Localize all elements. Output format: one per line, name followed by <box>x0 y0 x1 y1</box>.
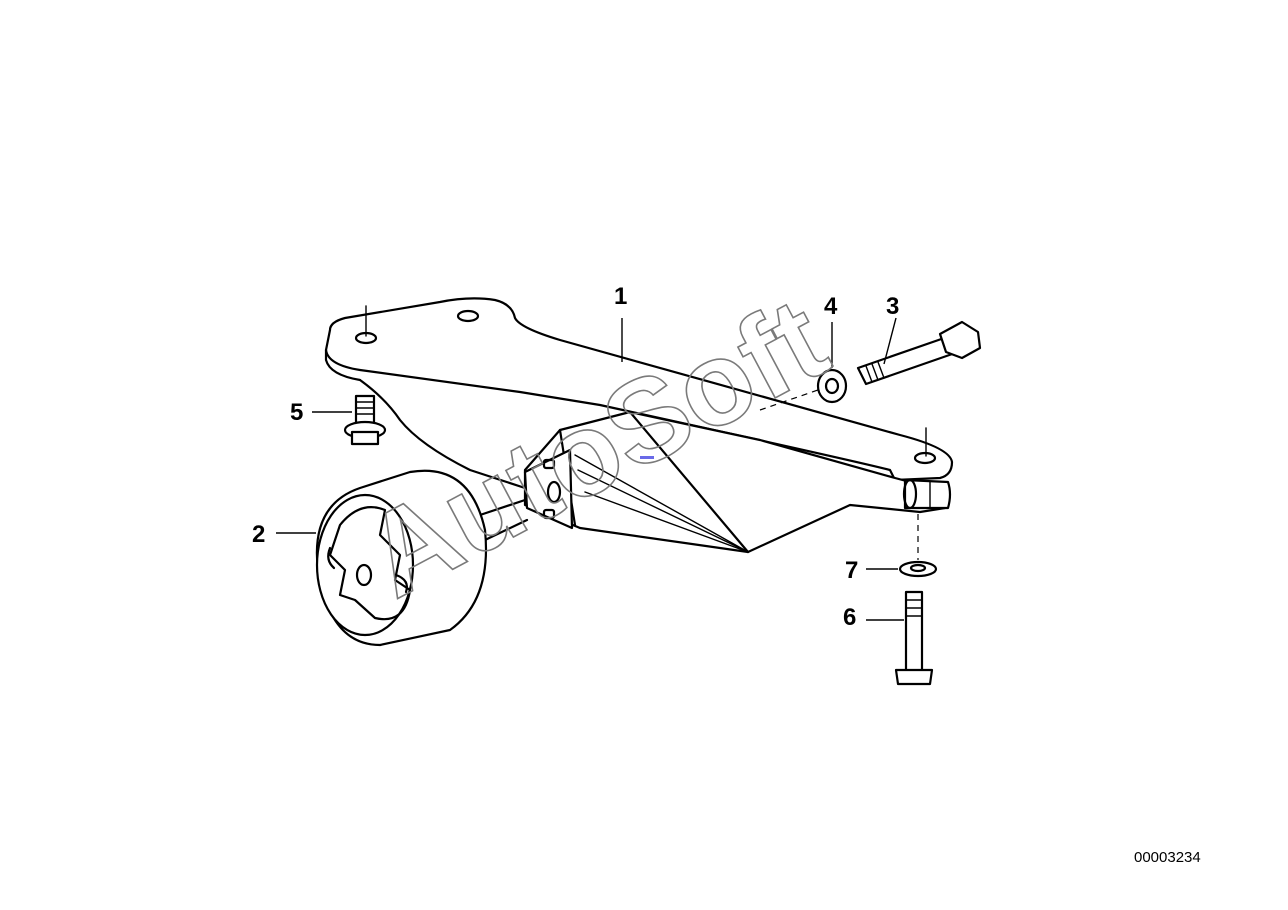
washer-part <box>816 368 848 404</box>
part-label-3: 3 <box>886 293 899 320</box>
hex-bolt-part <box>856 320 982 386</box>
part-label-2: 2 <box>252 521 265 548</box>
part-label-6: 6 <box>843 604 856 631</box>
document-number: 00003234 <box>1134 849 1201 866</box>
stud-bolt-part <box>343 394 387 446</box>
part-label-5: 5 <box>290 399 303 426</box>
washer-small-part <box>898 560 938 578</box>
hex-bolt-vertical-part <box>894 590 934 686</box>
part-label-4: 4 <box>824 293 838 320</box>
part-label-7: 7 <box>845 557 858 584</box>
rubber-mount-part <box>315 469 488 647</box>
part-label-1: 1 <box>614 283 627 310</box>
blue-mark <box>640 456 654 459</box>
crossmember-part <box>324 297 954 554</box>
